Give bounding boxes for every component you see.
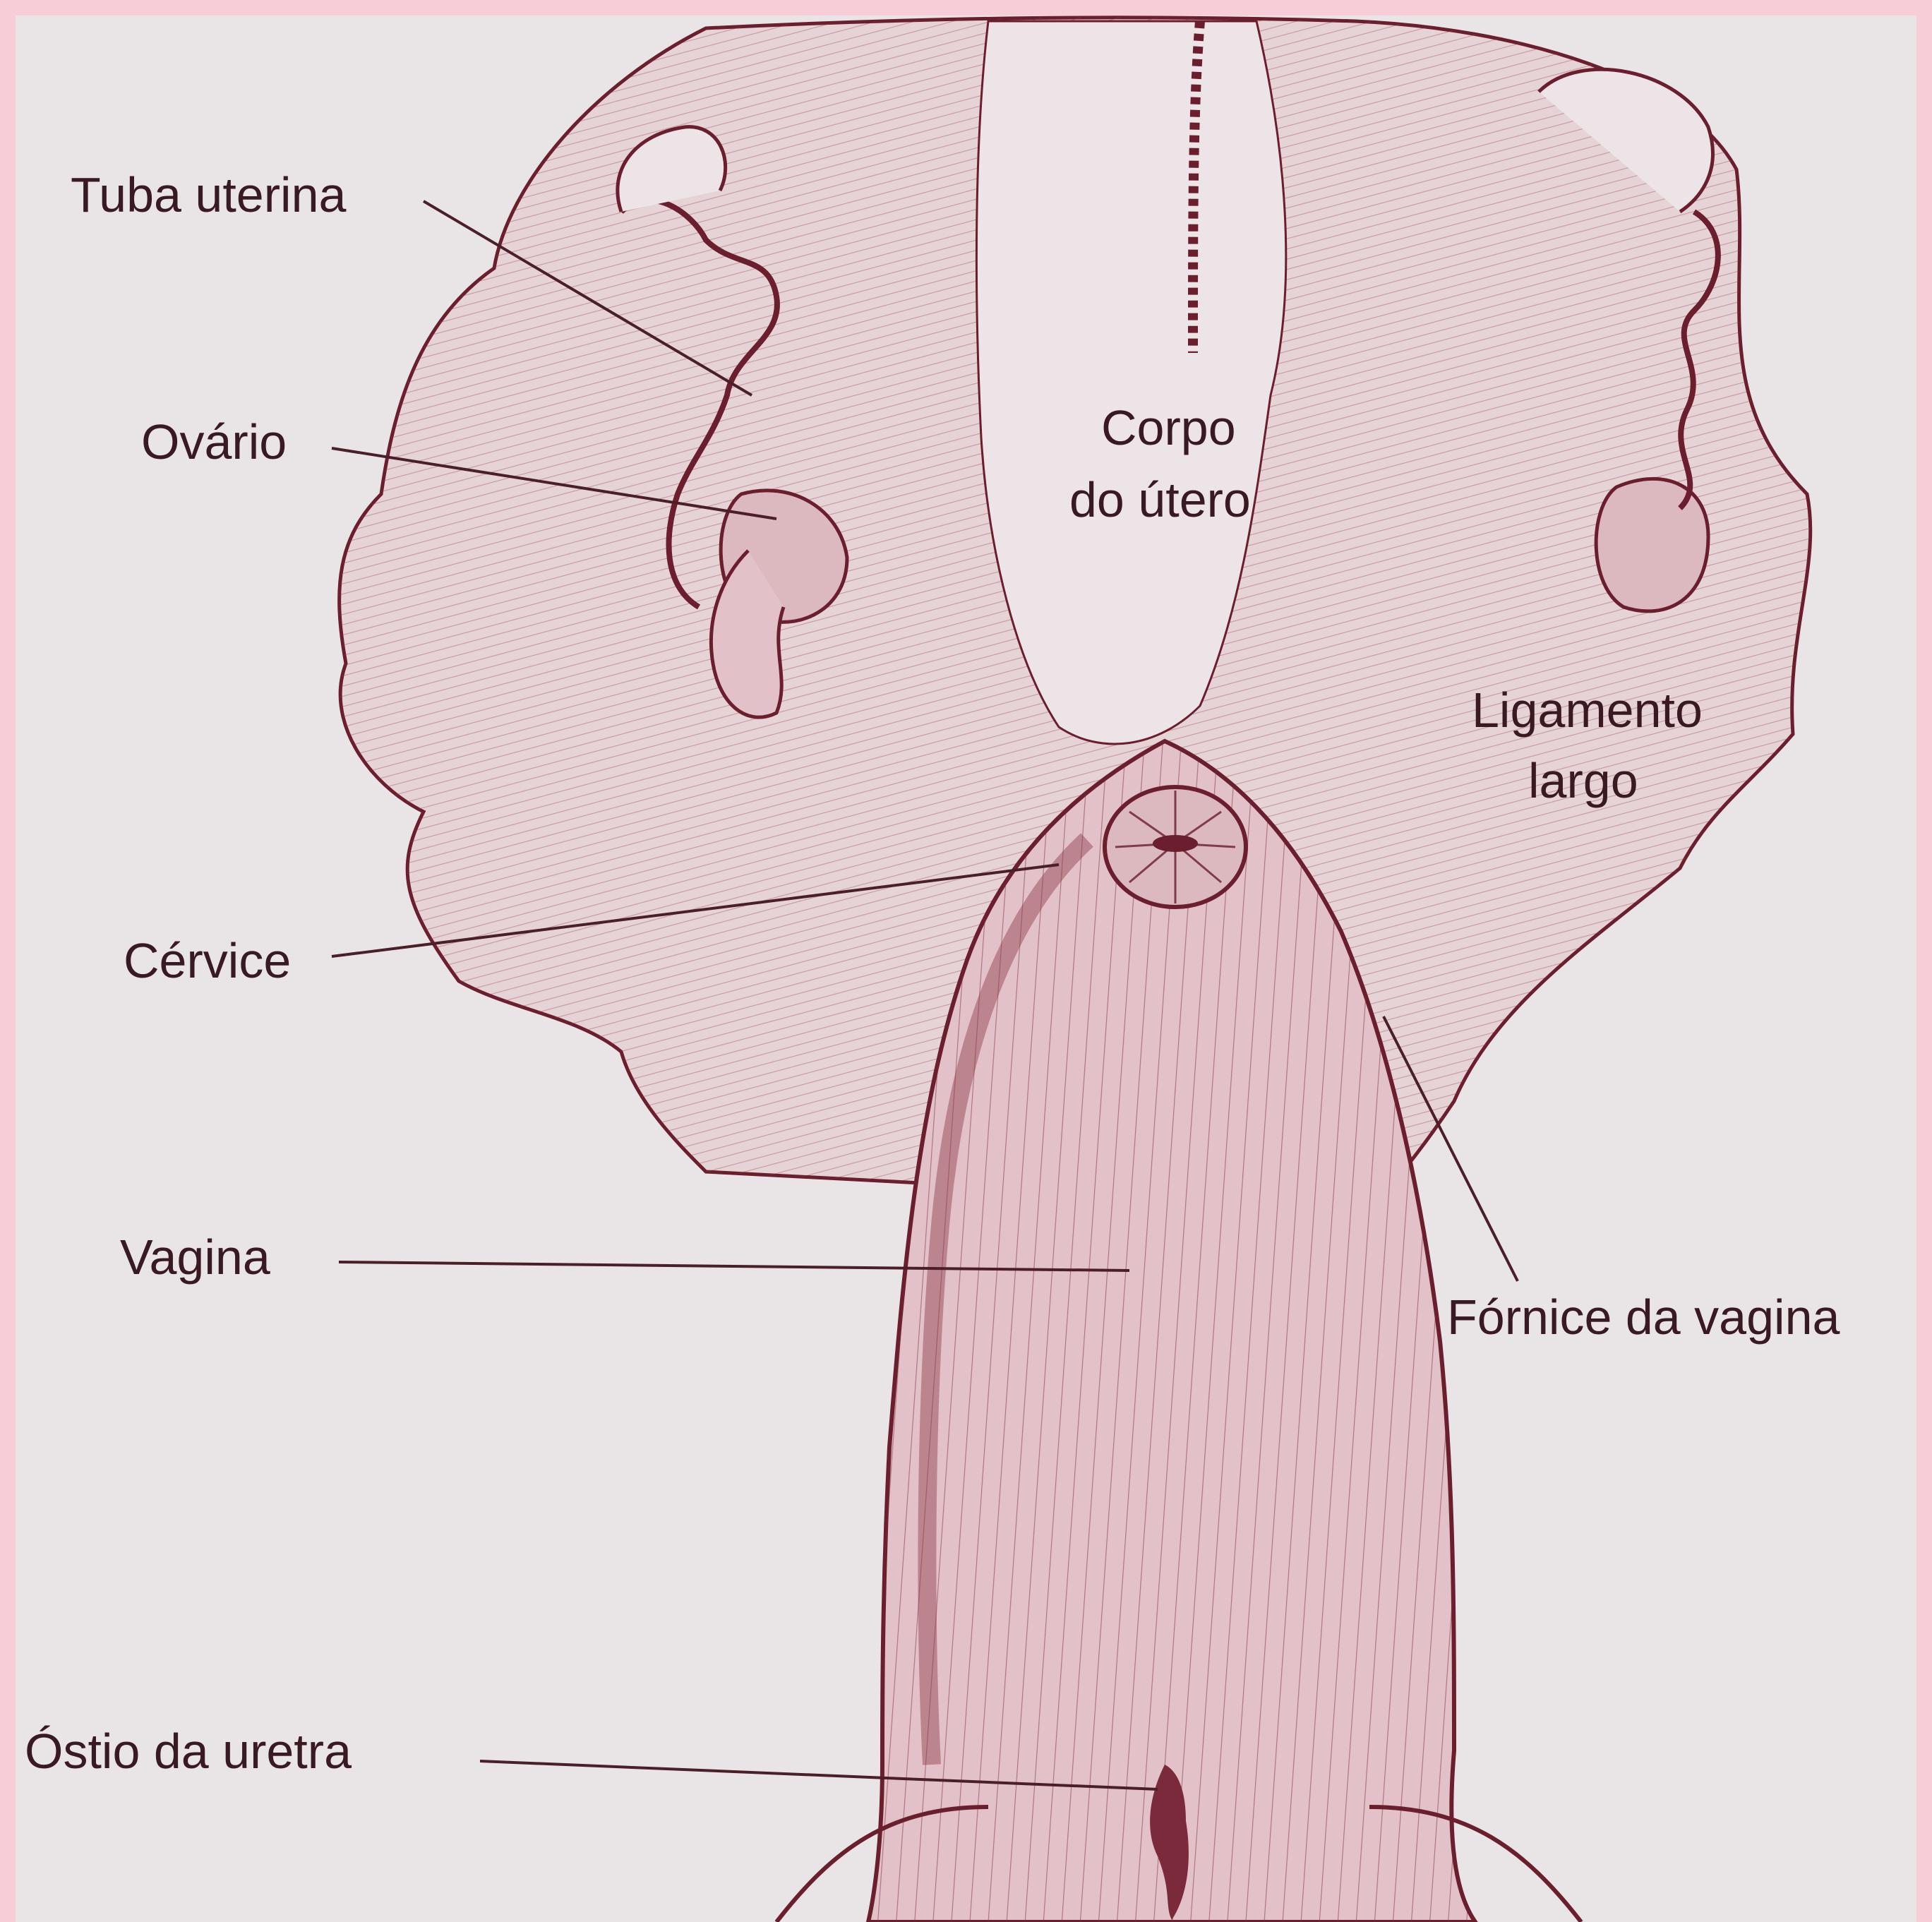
anatomy-diagram: Tuba uterina Ovário Corpo do útero Ligam… [16, 16, 1916, 1922]
label-fornice: Fórnice da vagina [1447, 1290, 1840, 1345]
label-ligamento-line1: Ligamento [1472, 683, 1703, 738]
label-ostio: Óstio da uretra [25, 1724, 352, 1779]
label-corpo-line1: Corpo [1101, 400, 1236, 455]
label-ligamento-line2: largo [1528, 753, 1638, 808]
right-ovary-shape [1596, 479, 1708, 611]
label-vagina: Vagina [120, 1230, 270, 1285]
label-ovario: Ovário [141, 414, 287, 469]
diagram-frame: Tuba uterina Ovário Corpo do útero Ligam… [16, 16, 1916, 1922]
label-tuba-uterina: Tuba uterina [71, 167, 347, 222]
label-corpo-line2: do útero [1069, 472, 1251, 527]
label-cervice: Cérvice [124, 933, 291, 988]
